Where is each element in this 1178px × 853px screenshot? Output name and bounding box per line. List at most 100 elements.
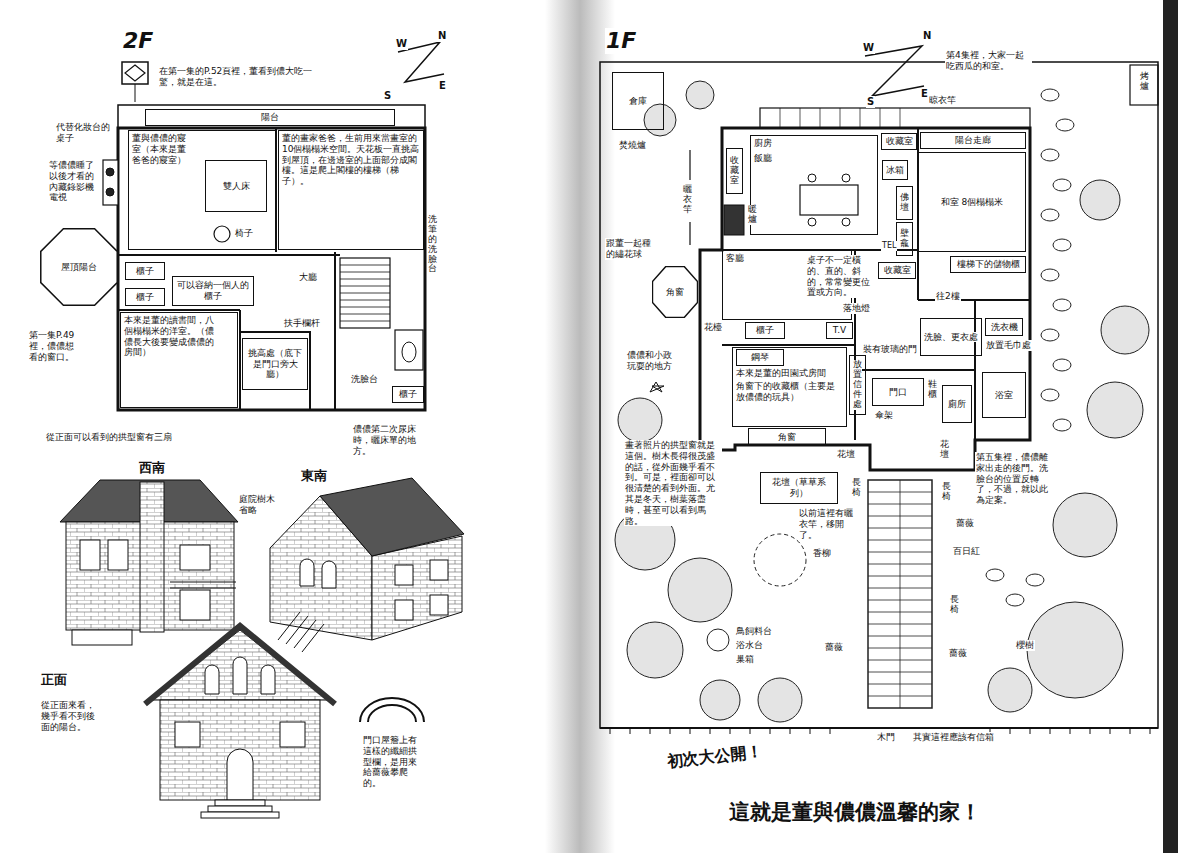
house-sketch-front: [360, 698, 424, 722]
house-sketch-southeast: [430, 595, 448, 615]
room-box: 收藏室: [878, 262, 916, 279]
annotation: 曬衣竿: [683, 185, 692, 215]
annotation: 落地燈: [842, 303, 871, 314]
room-box: 雙人床: [205, 160, 267, 212]
garden: [1006, 594, 1024, 606]
floor-plan-2f: [103, 160, 118, 205]
floor-plan-2f: [103, 42, 444, 410]
room-name: 飯廳: [754, 153, 772, 164]
room-box: 洗衣機: [985, 318, 1023, 336]
room-name: 門口: [889, 387, 907, 398]
garden: [1041, 89, 1059, 101]
room-box: 挑高處（底下是門口旁大廳）: [242, 338, 308, 390]
room-box: 倉庫: [612, 72, 664, 130]
garden: [618, 398, 662, 442]
floor-plan-1f: [724, 205, 744, 235]
house-sketch-front: [205, 657, 275, 694]
garden: [1056, 119, 1074, 131]
room-box: 角窗: [748, 428, 826, 446]
annotation: N: [922, 30, 932, 42]
octagon-outline: [652, 267, 697, 318]
house-sketch-front: [145, 626, 335, 704]
floor-plan-2f: [122, 62, 148, 84]
room-box: 櫃子: [392, 386, 424, 403]
floor-plan-2f: [118, 128, 425, 410]
annotation: 1F: [605, 28, 637, 54]
annotation: 桌子不一定橫的、直的、斜的，常常變更位置或方向。: [806, 255, 876, 298]
floor-plan-1f: [780, 108, 900, 128]
garden: [986, 569, 1004, 581]
room-name: 佛壇: [900, 193, 909, 213]
room-box: T.V: [826, 322, 853, 339]
floor-plan-2f: [340, 265, 390, 321]
room-name: 可以容納一個人的櫃子: [176, 280, 250, 302]
garden: [668, 558, 732, 622]
room-name: 角窗: [666, 287, 684, 298]
room-name: 角窗: [778, 432, 796, 443]
garden: [1026, 574, 1044, 586]
garden: [868, 480, 932, 708]
room-box: 洗臉、更衣處: [920, 318, 982, 356]
room-name: T.V: [833, 325, 846, 336]
floor-plan-1f: [842, 218, 850, 226]
annotation: 焚燒爐: [618, 140, 647, 151]
annotation: 薔薇: [948, 648, 968, 659]
room-box: 放置信件處: [849, 355, 866, 415]
garden: [1053, 419, 1071, 431]
annotation: 第4集裡，大家一起吃西瓜的和室。: [945, 50, 1032, 72]
garden: [627, 622, 683, 678]
annotation: 花檯: [703, 322, 723, 333]
room-name: 放置信件處: [853, 360, 862, 409]
room-box: 本來是董的讀書間，八個榻榻米的洋室。（儂儂長大後要變成儂儂的房間）: [120, 312, 238, 408]
floor-plan-2f: [135, 84, 136, 102]
annotation: 暖爐: [748, 205, 757, 225]
house-sketch-southeast: [395, 600, 413, 620]
room-name: 洗衣機: [991, 322, 1018, 333]
annotation: 櫻樹: [1015, 640, 1035, 651]
house-sketch-front: [150, 630, 330, 700]
room-name: 樓梯下的儲物櫃: [957, 259, 1020, 270]
annotation: 香柳: [812, 548, 832, 559]
garden: [1027, 602, 1123, 698]
annotation: 從正面可以看到的拱型窗有三扇: [45, 432, 173, 443]
annotation: 長椅: [852, 478, 861, 498]
room-name: 浴室: [995, 390, 1013, 401]
house-sketch-southeast: [320, 478, 464, 556]
room-box: 樓梯下的儲物櫃: [950, 256, 1026, 273]
annotation: N: [437, 30, 447, 42]
room-box: 陽台走廊: [920, 132, 1026, 149]
room-box: 佛壇: [896, 186, 913, 220]
house-sketch-southwest: [80, 540, 100, 570]
annotation: TEL: [881, 241, 897, 251]
floor-plan-1f: [808, 174, 816, 182]
page-gutter: [1163, 0, 1178, 853]
room-name: 倉庫: [629, 96, 647, 107]
annotation: W: [862, 42, 875, 54]
annotation: 長椅: [950, 595, 959, 615]
floor-plan-2f: [214, 226, 230, 242]
annotation: 扶手欄杆: [283, 318, 321, 329]
garden: [758, 678, 802, 722]
garden: [686, 81, 714, 109]
house-sketch-southwest: [180, 545, 210, 570]
floor-plan-1f: [760, 108, 1030, 128]
floor-plan-1f: [1130, 65, 1158, 105]
annotation: 2F: [122, 28, 154, 54]
annotation: E: [438, 80, 447, 92]
annotation: 庭院樹木省略: [238, 494, 282, 516]
room-box: 櫃子: [125, 262, 165, 280]
room-name: 冰箱: [886, 165, 904, 176]
annotation: 浴水台: [735, 640, 764, 651]
annotation: 以前這裡有曬衣竿，移開了。: [798, 508, 856, 540]
garden: [988, 668, 1032, 712]
garden: [1053, 359, 1071, 371]
garden: [1041, 149, 1059, 161]
house-sketch-front: [227, 749, 253, 800]
floor-plan-1f: [650, 382, 664, 392]
room-name: 收藏室: [886, 136, 913, 147]
room-name: 角窗下的收藏櫃（主要是放儂儂的玩具）: [736, 381, 843, 403]
annotation: 在第一集的P.52頁裡，董看到儂大吃一驚，就是在這。: [158, 66, 325, 88]
annotation: 門口屋簷上有這樣的纖細拱型欄，是用來給薔薇攀爬的。: [362, 735, 426, 789]
house-sketch-southeast: [278, 612, 324, 652]
